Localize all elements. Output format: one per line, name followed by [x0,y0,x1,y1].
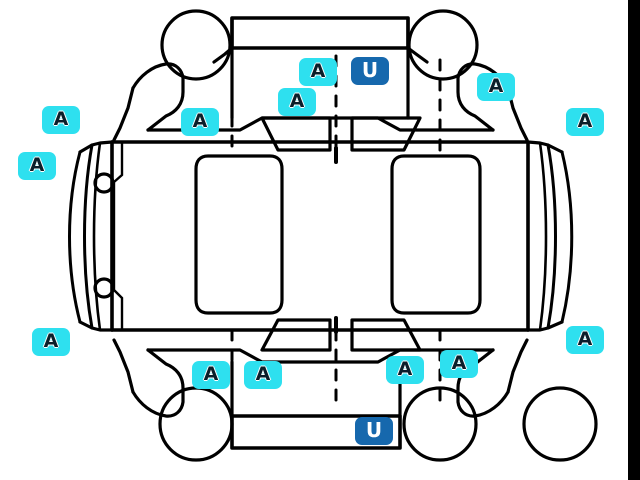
damage-marker-a-trunk-left[interactable]: A [192,361,230,389]
marker-code-label: A [29,153,45,176]
marker-code-label: A [488,74,504,97]
damage-marker-a-front-bumper-left[interactable]: A [299,58,337,86]
marker-code-label: A [577,109,593,132]
damage-marker-a-right-front-corner[interactable]: A [566,108,604,136]
marker-code-label: U [361,58,379,82]
damage-marker-a-front-left-fender[interactable]: A [42,106,80,134]
damage-marker-a-hood-center-left[interactable]: A [278,88,316,116]
right-edge-black-bar [628,0,640,480]
damage-marker-a-left-front-corner[interactable]: A [18,152,56,180]
marker-code-label: A [397,357,413,380]
damage-marker-a-trunk-right[interactable]: A [440,350,478,378]
damage-marker-a-left-rear-corner[interactable]: A [32,328,70,356]
marker-code-label: A [289,89,305,112]
damage-marker-a-hood-left[interactable]: A [181,108,219,136]
damage-marker-a-trunk-center-left[interactable]: A [244,361,282,389]
marker-code-label: A [255,362,271,385]
marker-code-label: A [310,59,326,82]
damage-marker-a-right-rear-corner[interactable]: A [566,326,604,354]
damage-marker-u-front-bumper-center[interactable]: U [351,57,389,85]
marker-code-label: A [451,351,467,374]
marker-code-label: A [192,109,208,132]
damage-marker-a-trunk-center-right[interactable]: A [386,356,424,384]
marker-code-label: A [203,362,219,385]
marker-code-label: A [43,329,59,352]
damage-marker-a-front-right-fender[interactable]: A [477,73,515,101]
marker-code-label: A [53,107,69,130]
marker-code-label: A [577,327,593,350]
damage-marker-u-rear-bumper-center[interactable]: U [355,417,393,445]
marker-code-label: U [365,418,383,442]
